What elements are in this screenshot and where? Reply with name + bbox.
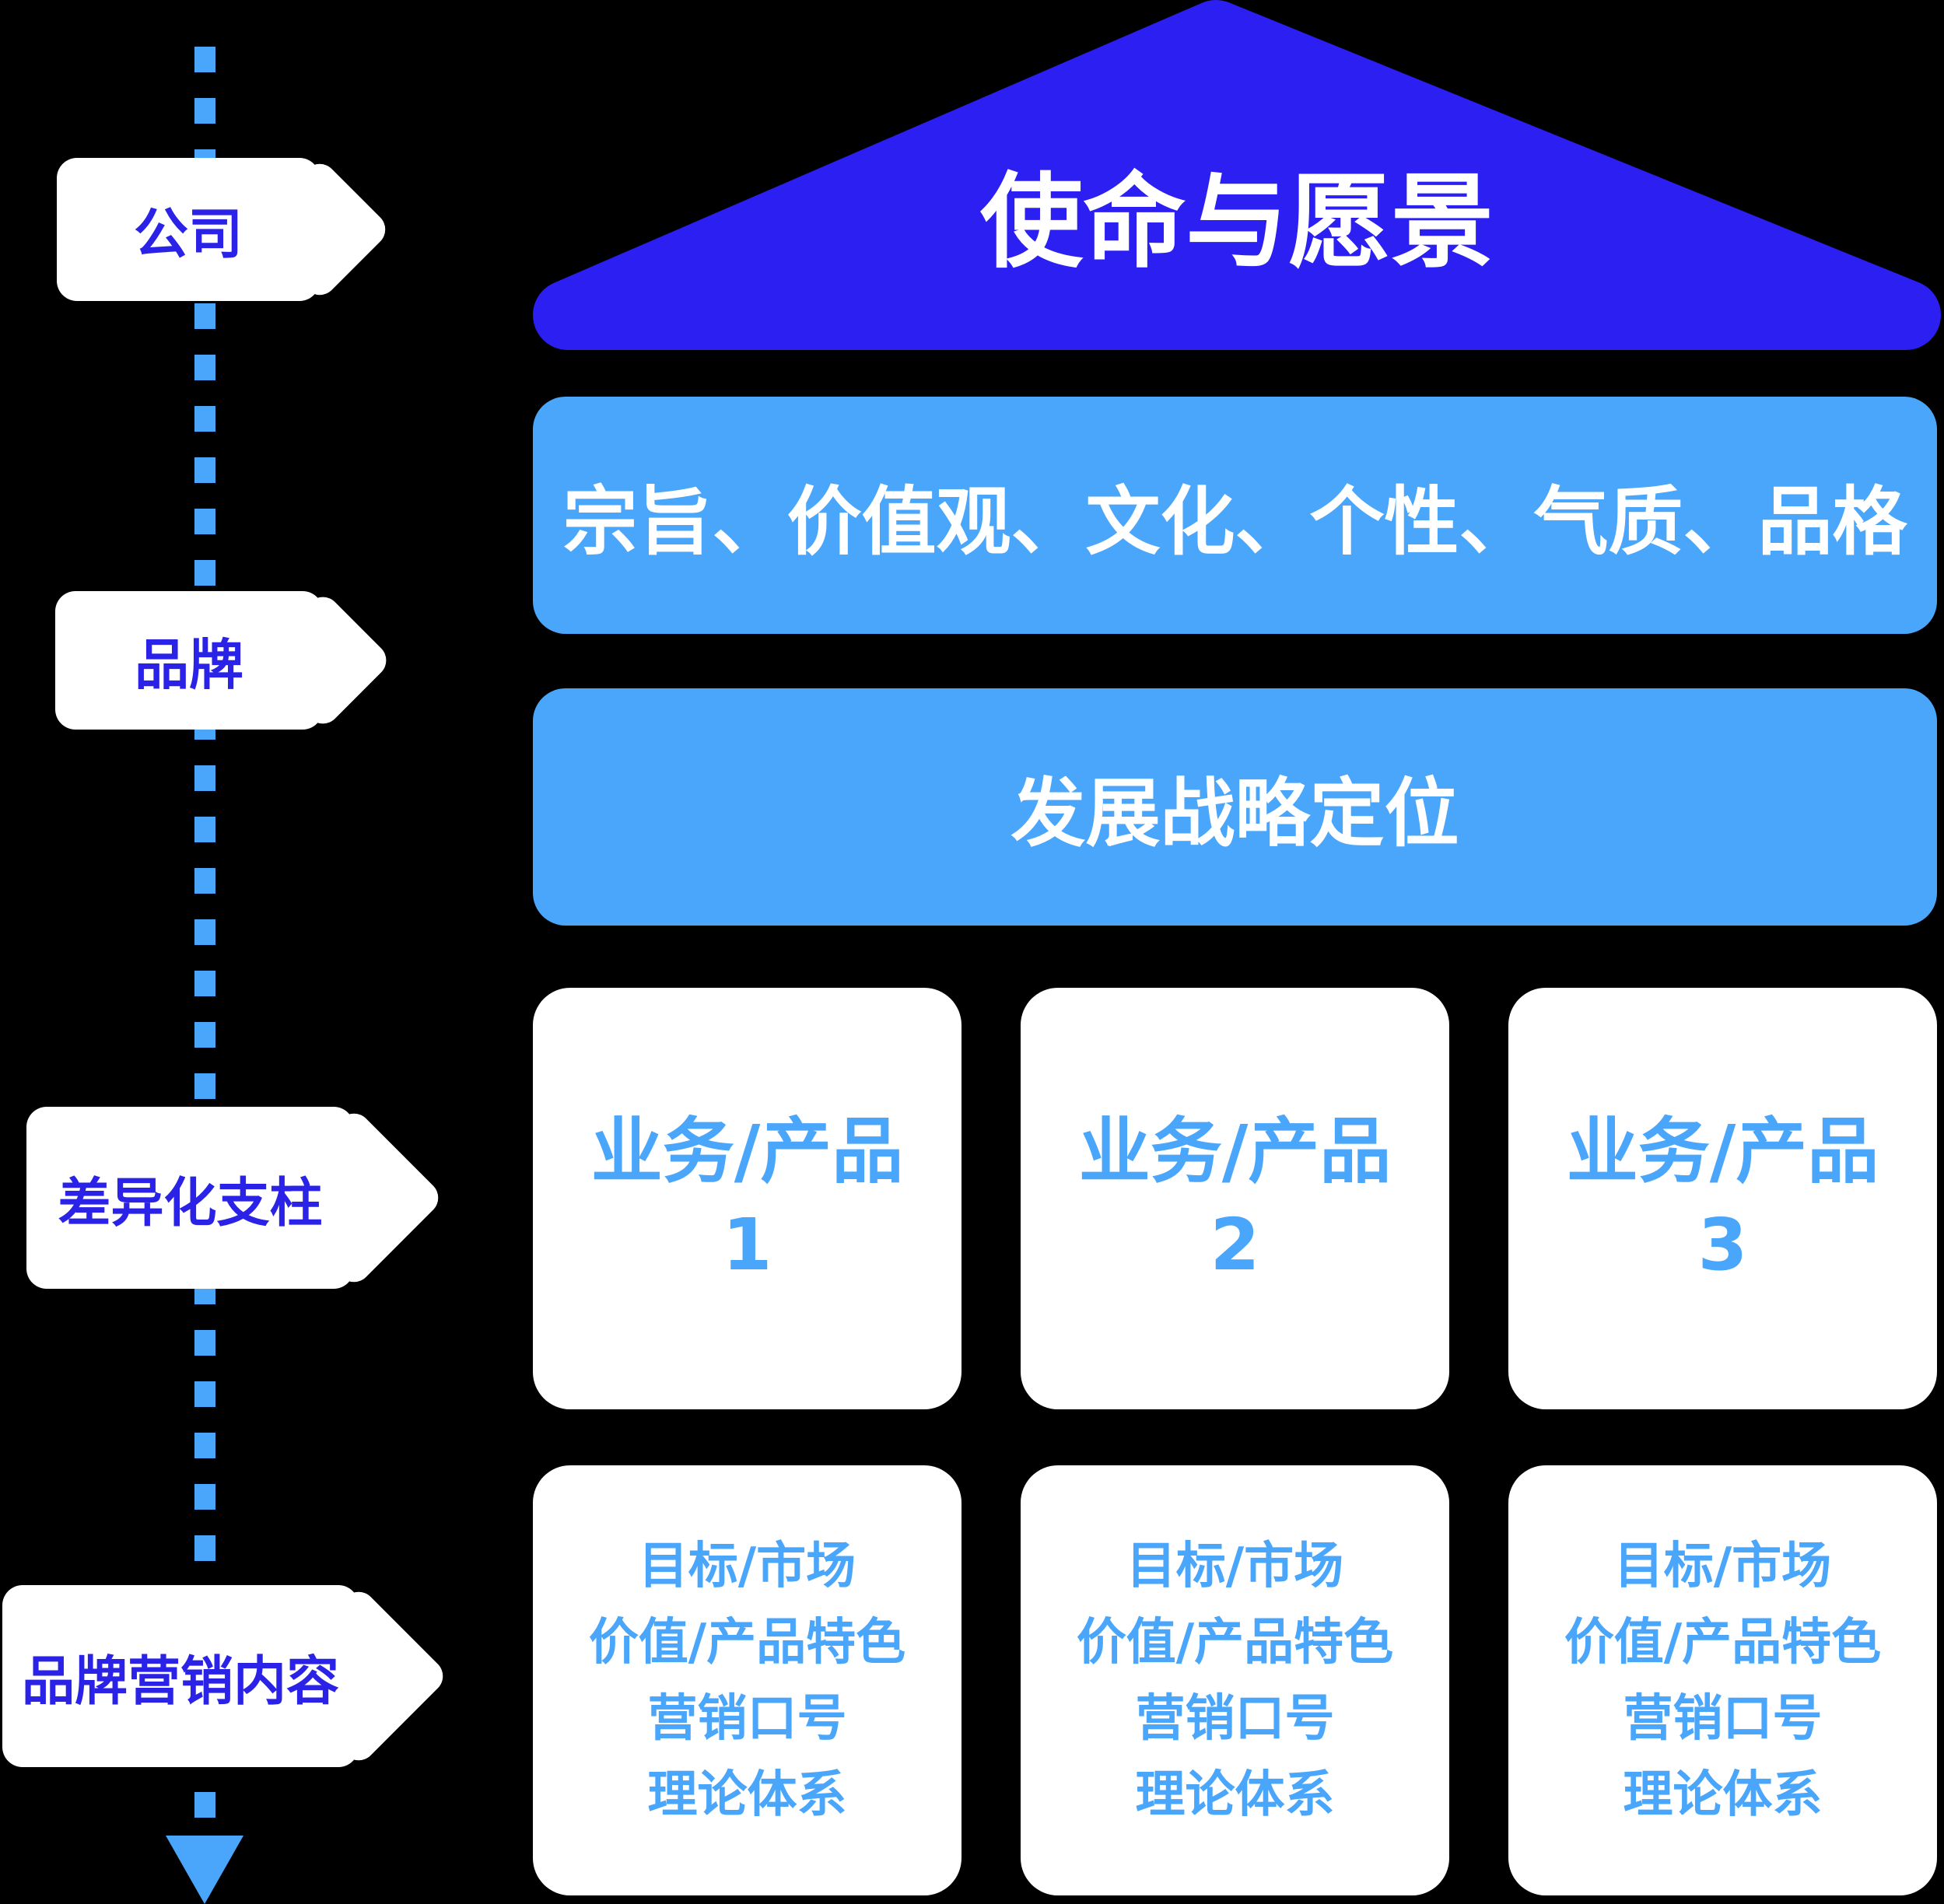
- mission-vision-title: 使命与愿景: [980, 163, 1494, 282]
- roof-triangle: [533, 0, 1941, 350]
- pillar-box-2: 业务/产品 2: [1021, 988, 1449, 1409]
- pillar-1-number: 1: [722, 1203, 772, 1286]
- pillar-3-number: 3: [1697, 1203, 1748, 1286]
- bar-development-strategy-text: 发展战略定位: [1011, 770, 1459, 857]
- marketing-box-1-line: 理论体系: [647, 1766, 847, 1824]
- tag-brand-marketing-content: 品牌营销内容: [2, 1585, 359, 1767]
- marketing-box-3: 目标/市场 价值/产品特色 营销口号 理论体系: [1508, 1465, 1937, 1895]
- tag-company: 公司: [57, 158, 320, 301]
- marketing-box-1-line: 目标/市场: [638, 1537, 856, 1595]
- marketing-box-2-line: 理论体系: [1135, 1766, 1335, 1824]
- timeline-dashed-line: [194, 47, 215, 1824]
- marketing-box-2-line: 价值/产品特色: [1076, 1613, 1394, 1671]
- tag-differentiation-pillars-label: 差异化支柱: [58, 1172, 323, 1234]
- bar-development-strategy: 发展战略定位: [533, 688, 1937, 926]
- pillar-2-number: 2: [1210, 1203, 1260, 1286]
- marketing-box-3-line: 理论体系: [1623, 1766, 1823, 1824]
- bar-brand-attributes: 宗旨、价值观、文化、个性、气质、品格: [533, 397, 1937, 634]
- pillar-1-title: 业务/产品: [590, 1110, 904, 1193]
- marketing-box-1-line: 营销口号: [647, 1689, 847, 1748]
- tag-differentiation-pillars: 差异化支柱: [26, 1107, 354, 1289]
- tag-company-label: 公司: [134, 201, 243, 266]
- pillar-box-1: 业务/产品 1: [533, 988, 961, 1409]
- marketing-box-2-line: 目标/市场: [1126, 1537, 1344, 1595]
- marketing-box-1: 目标/市场 价值/产品特色 营销口号 理论体系: [533, 1465, 961, 1895]
- pillar-3-title: 业务/产品: [1566, 1110, 1879, 1193]
- marketing-box-3-line: 目标/市场: [1613, 1537, 1832, 1595]
- tag-brand-label: 品牌: [135, 632, 243, 697]
- marketing-box-3-line: 营销口号: [1623, 1689, 1823, 1748]
- marketing-box-3-line: 价值/产品特色: [1564, 1613, 1882, 1671]
- bar-brand-attributes-text: 宗旨、价值观、文化、个性、气质、品格: [562, 478, 1907, 565]
- marketing-box-2-line: 营销口号: [1135, 1689, 1335, 1748]
- pillar-boxes-row: 业务/产品 1 业务/产品 2 业务/产品 3: [533, 988, 1937, 1409]
- tag-brand: 品牌: [55, 591, 323, 730]
- marketing-boxes-row: 目标/市场 价值/产品特色 营销口号 理论体系 目标/市场 价值/产品特色 营销…: [533, 1465, 1937, 1895]
- pillar-box-3: 业务/产品 3: [1508, 988, 1937, 1409]
- down-arrow-icon: [166, 1836, 243, 1904]
- tag-brand-marketing-content-label: 品牌营销内容: [21, 1650, 339, 1713]
- marketing-box-1-line: 价值/产品特色: [588, 1613, 906, 1671]
- pillar-2-title: 业务/产品: [1078, 1110, 1392, 1193]
- marketing-box-2: 目标/市场 价值/产品特色 营销口号 理论体系: [1021, 1465, 1449, 1895]
